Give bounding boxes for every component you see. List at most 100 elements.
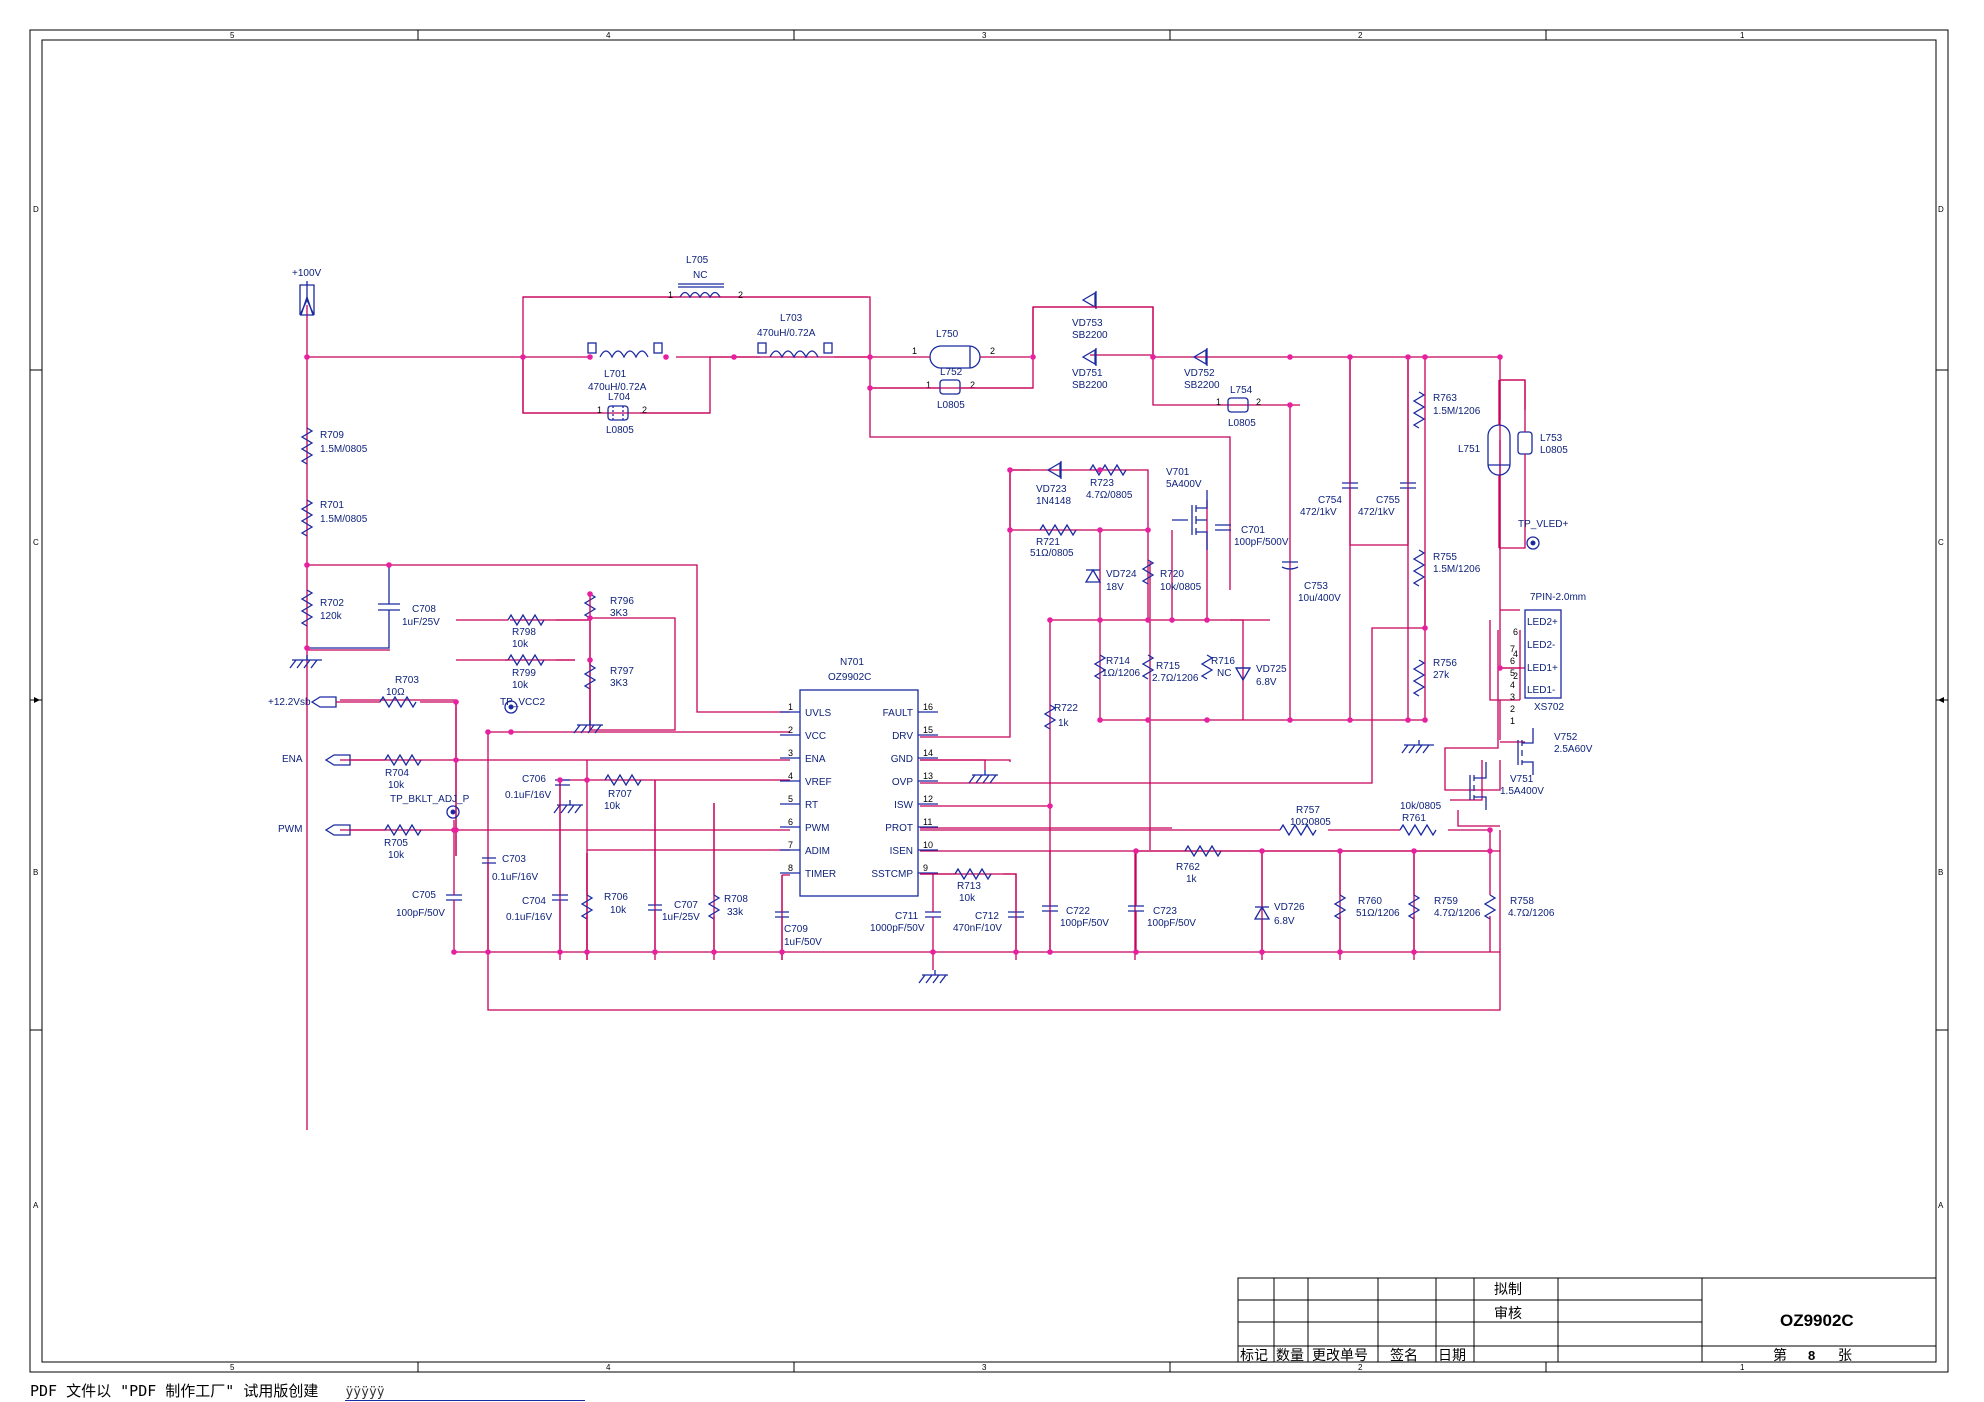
R761-val: 10k/0805 [1400, 801, 1442, 812]
L703-ref: L703 [780, 313, 803, 324]
junction-dot [1097, 467, 1103, 473]
svg-text:3: 3 [1510, 692, 1515, 702]
R757-val: 10Ω0805 [1290, 817, 1331, 828]
C709-ref: C709 [784, 924, 808, 935]
port-ena-label: ENA [282, 754, 303, 765]
junction-dot [1411, 848, 1417, 854]
R703-val: 10Ω [386, 687, 405, 698]
R715-val: 2.7Ω/1206 [1152, 673, 1199, 684]
ic-ref: N701 [840, 657, 864, 668]
junction-dot [1337, 949, 1343, 955]
V752-val: 2.5A60V [1554, 744, 1593, 755]
ic-pin-name: PWM [805, 823, 829, 834]
VD752-ref: VD752 [1184, 368, 1215, 379]
junction-dot [1405, 354, 1411, 360]
VD724-ref: VD724 [1106, 569, 1137, 580]
junction-dot [1287, 402, 1293, 408]
C754-val: 472/1kV [1300, 507, 1337, 518]
junction-dot [1150, 354, 1156, 360]
ic-pin-number: 8 [788, 863, 793, 873]
R707-val: 10k [604, 801, 621, 812]
junction-dot [1422, 625, 1428, 631]
R722-val: 1k [1058, 718, 1070, 729]
ic-pin-number: 5 [788, 794, 793, 804]
frame-col-label: 4 [606, 31, 611, 40]
svg-text:7: 7 [1510, 644, 1515, 654]
ic-pin-name: FAULT [883, 708, 913, 719]
frame-row-label: A [1938, 1201, 1944, 1210]
L753-val: L0805 [1540, 445, 1568, 456]
R707-ref: R707 [608, 789, 632, 800]
output-section: R763 1.5M/1206 R755 1.5M/1206 R756 27k L… [1281, 357, 1586, 754]
ic-pin-number: 14 [923, 748, 933, 758]
R755-ref: R755 [1433, 552, 1457, 563]
R713-ref: R713 [957, 881, 981, 892]
ic-pin-name: ISEN [890, 846, 913, 857]
ic-pin-name: DRV [892, 731, 913, 742]
junction-dot [1047, 803, 1053, 809]
R759-val: 4.7Ω/1206 [1434, 908, 1481, 919]
junction-dot [1405, 717, 1411, 723]
svg-text:6: 6 [1513, 627, 1518, 637]
frame-row-label: A [33, 1201, 39, 1210]
junction-dot [1097, 717, 1103, 723]
junction-dot [1411, 949, 1417, 955]
junction-dot [930, 949, 936, 955]
svg-text:2: 2 [738, 290, 743, 300]
junction-dot [1097, 527, 1103, 533]
ic-pin-name: ENA [805, 754, 826, 765]
L750-ref: L750 [936, 329, 959, 340]
junction-dot [304, 645, 310, 651]
input-section: +100V R709 1.5M/0805 R701 1.5M/0805 R702… [289, 268, 440, 669]
ic-pin-number: 15 [923, 725, 933, 735]
junction-dot [652, 949, 658, 955]
junction-dot [587, 657, 593, 663]
R704-val: 10k [388, 780, 405, 791]
L703-val: 470uH/0.72A [757, 328, 816, 339]
R722-ref: R722 [1054, 703, 1078, 714]
R755-val: 1.5M/1206 [1433, 564, 1481, 575]
junction-dot [587, 615, 593, 621]
junction-dots [304, 354, 1503, 955]
junction-dot [453, 699, 459, 705]
C706-val: 0.1uF/16V [505, 790, 551, 801]
R714-ref: R714 [1106, 656, 1130, 667]
junction-dot [1047, 949, 1053, 955]
footer-link[interactable]: ÿÿÿÿÿ [345, 1385, 586, 1401]
ic-pin-name: TIMER [805, 869, 836, 880]
ground-icon [1401, 740, 1434, 754]
svg-text:2: 2 [642, 405, 647, 415]
interface-section: +12.2Vsb R703 10Ω ENA R704 10k PWM R705 … [268, 593, 1555, 984]
R721-val: 51Ω/0805 [1030, 548, 1074, 559]
C704-val: 0.1uF/16V [506, 912, 552, 923]
svg-text:2: 2 [1510, 704, 1515, 714]
ic-pin-name: RT [805, 800, 818, 811]
ic-pin-number: 10 [923, 840, 933, 850]
ic-pin-name: OVP [892, 777, 913, 788]
frame-row-label: C [1938, 538, 1944, 547]
R723-ref: R723 [1090, 478, 1114, 489]
junction-dot [451, 827, 457, 833]
port-pwm-arrow [324, 824, 351, 836]
junction-dot [1347, 354, 1353, 360]
junction-dot [584, 949, 590, 955]
VD752-val: SB2200 [1184, 380, 1220, 391]
C707-val: 1uF/25V [662, 912, 700, 923]
svg-text:2: 2 [970, 380, 975, 390]
L752-val: L0805 [937, 400, 965, 411]
junction-dot [587, 591, 593, 597]
V751-ref: V751 [1510, 774, 1534, 785]
VD725-ref: VD725 [1256, 664, 1287, 675]
ground-icon [968, 770, 998, 784]
C701-val: 100pF/500V [1234, 537, 1289, 548]
C708-val: 1uF/25V [402, 617, 440, 628]
junction-dot [1259, 949, 1265, 955]
ic-pin-number: 12 [923, 794, 933, 804]
junction-dot [1145, 617, 1151, 623]
footer-watermark: PDF 文件以 "PDF 制作工厂" 试用版创建 ÿÿÿÿÿ [30, 1380, 586, 1401]
port-12v-label: +12.2Vsb [268, 697, 311, 708]
junction-dot [1287, 354, 1293, 360]
R721-ref: R721 [1036, 537, 1060, 548]
connector-ref: 7PIN-2.0mm [1530, 592, 1586, 603]
junction-dot [584, 777, 590, 783]
